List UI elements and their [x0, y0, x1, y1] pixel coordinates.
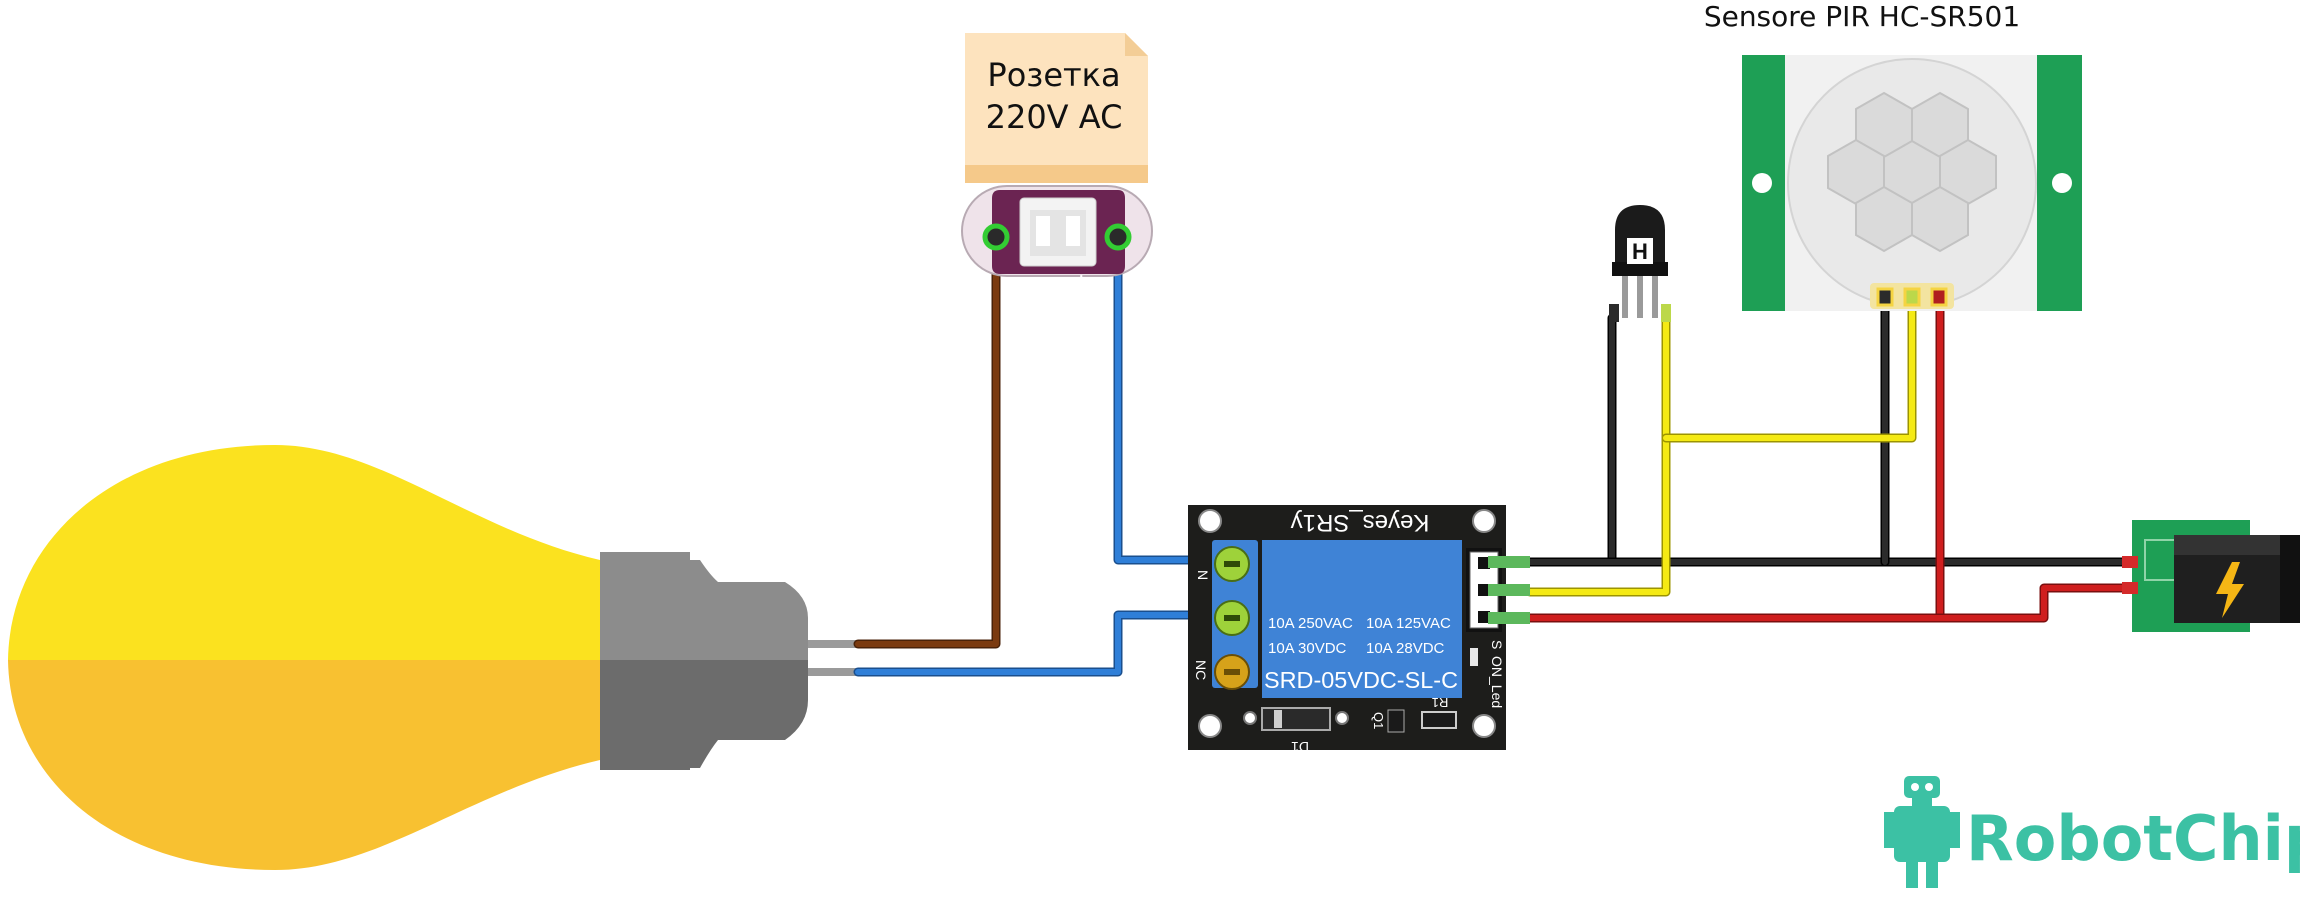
relay-rating-dc-a: 10A 30VDC — [1268, 640, 1347, 657]
outlet-pin-left — [982, 223, 1010, 251]
relay-term-nc-label: NC — [1193, 660, 1209, 680]
logo-text: RobotChip — [1966, 802, 2300, 875]
outlet-pin-minus: - — [1028, 270, 1034, 290]
pir-pin-out — [1903, 287, 1921, 307]
bulb-contact-1 — [808, 640, 860, 648]
lightning-icon — [2216, 562, 2244, 618]
relay-module: Keyes_SR1y N NC 10A 250VAC 10A 125VAC 10… — [1188, 505, 1530, 755]
light-bulb — [8, 445, 860, 870]
relay-term-no-label: N — [1195, 570, 1211, 580]
bulb-contact-2 — [808, 668, 860, 676]
relay-model: SRD-05VDC-SL-C — [1264, 667, 1458, 693]
relay-mount-hole-tl — [1198, 509, 1222, 533]
relay-r1-label: R1 — [1432, 695, 1449, 710]
relay-pin-vcc — [1478, 584, 1490, 596]
outlet-label-line1: Розетка — [987, 56, 1120, 94]
relay-transistor-q1 — [1387, 709, 1405, 733]
signal-wires — [1525, 295, 2137, 623]
bulb-glass-top — [8, 445, 600, 660]
relay-d1-label: D1 — [1291, 739, 1309, 755]
robot-icon — [1884, 776, 1960, 888]
relay-diode-d1 — [1261, 707, 1331, 731]
pir-pin-gnd — [1876, 287, 1894, 307]
robotchip-logo: RobotChip — [1884, 776, 2300, 888]
pir-mount-hole-left — [1752, 173, 1772, 193]
relay-body — [1262, 540, 1462, 698]
relay-pin-signal — [1478, 611, 1490, 623]
relay-pin-s-label: S — [1489, 640, 1505, 649]
outlet-note-card — [965, 33, 1148, 183]
dc-power-jack — [2122, 520, 2300, 632]
relay-mount-hole-tr — [1472, 509, 1496, 533]
pir-lens-hexagons — [1827, 91, 1997, 253]
outlet-label-line2: 220V AC — [986, 98, 1123, 136]
relay-rating-ac-b: 10A 125VAC — [1366, 615, 1451, 632]
outlet-pin-plus: + — [1076, 270, 1087, 290]
transistor-marking: H — [1632, 239, 1648, 264]
pir-sensor: Sensore PIR HC-SR501 — [1704, 0, 2082, 311]
relay-pin-gnd — [1478, 557, 1490, 569]
outlet-pin-right — [1104, 223, 1132, 251]
bulb-base-lower — [600, 660, 690, 770]
relay-q1-label: Q1 — [1371, 712, 1386, 729]
wire-yellow-relay — [1525, 313, 1671, 597]
bulb-base-upper — [600, 552, 690, 660]
relay-rating-dc-b: 10A 28VDC — [1366, 640, 1445, 657]
wire-yellow-pir — [1661, 295, 1917, 443]
pir-sensor-title: Sensore PIR HC-SR501 — [1704, 0, 2020, 33]
relay-mount-hole-bl — [1198, 714, 1222, 738]
relay-rating-ac-a: 10A 250VAC — [1268, 615, 1353, 632]
relay-resistor-r1 — [1421, 711, 1457, 729]
outlet-connector: Розетка 220V AC - + — [961, 33, 1153, 290]
mains-wires — [853, 232, 1235, 677]
relay-on-led-label: ON_Led — [1489, 656, 1505, 708]
transistor: H — [1609, 205, 1671, 322]
bulb-glass-bottom — [8, 660, 600, 870]
pir-mount-hole-right — [2052, 173, 2072, 193]
relay-mount-hole-br — [1472, 714, 1496, 738]
wire-brown — [853, 232, 1001, 649]
pir-pin-vcc — [1930, 287, 1948, 307]
relay-name: Keyes_SR1y — [1291, 509, 1430, 536]
bulb-base-neck-upper — [718, 582, 753, 660]
